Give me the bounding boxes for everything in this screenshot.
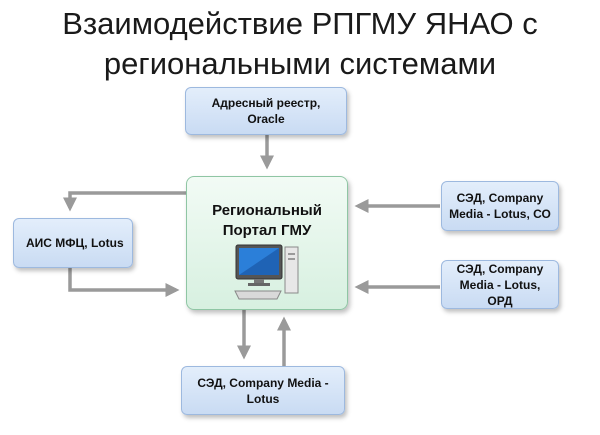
page-title: Взаимодействие РПГМУ ЯНАО с региональным… [62, 6, 538, 81]
node-sed-co: СЭД, Company Media - Lotus, СО [441, 181, 559, 231]
node-ais-mfc: АИС МФЦ, Lotus [13, 218, 133, 268]
portal-label: Региональный Портал ГМУ [212, 202, 322, 239]
desktop-computer-icon [234, 244, 299, 300]
node-sed-bottom: СЭД, Company Media - Lotus [181, 366, 345, 415]
node-sed-ord: СЭД, Company Media - Lotus, ОРД [441, 260, 559, 309]
arrow-portal-to-ais [63, 191, 186, 212]
node-address-registry: Адресный реестр, Oracle [185, 87, 347, 135]
node-regional-portal: Региональный Портал ГМУ [186, 176, 348, 310]
arrow-ais-to-portal [68, 268, 180, 297]
